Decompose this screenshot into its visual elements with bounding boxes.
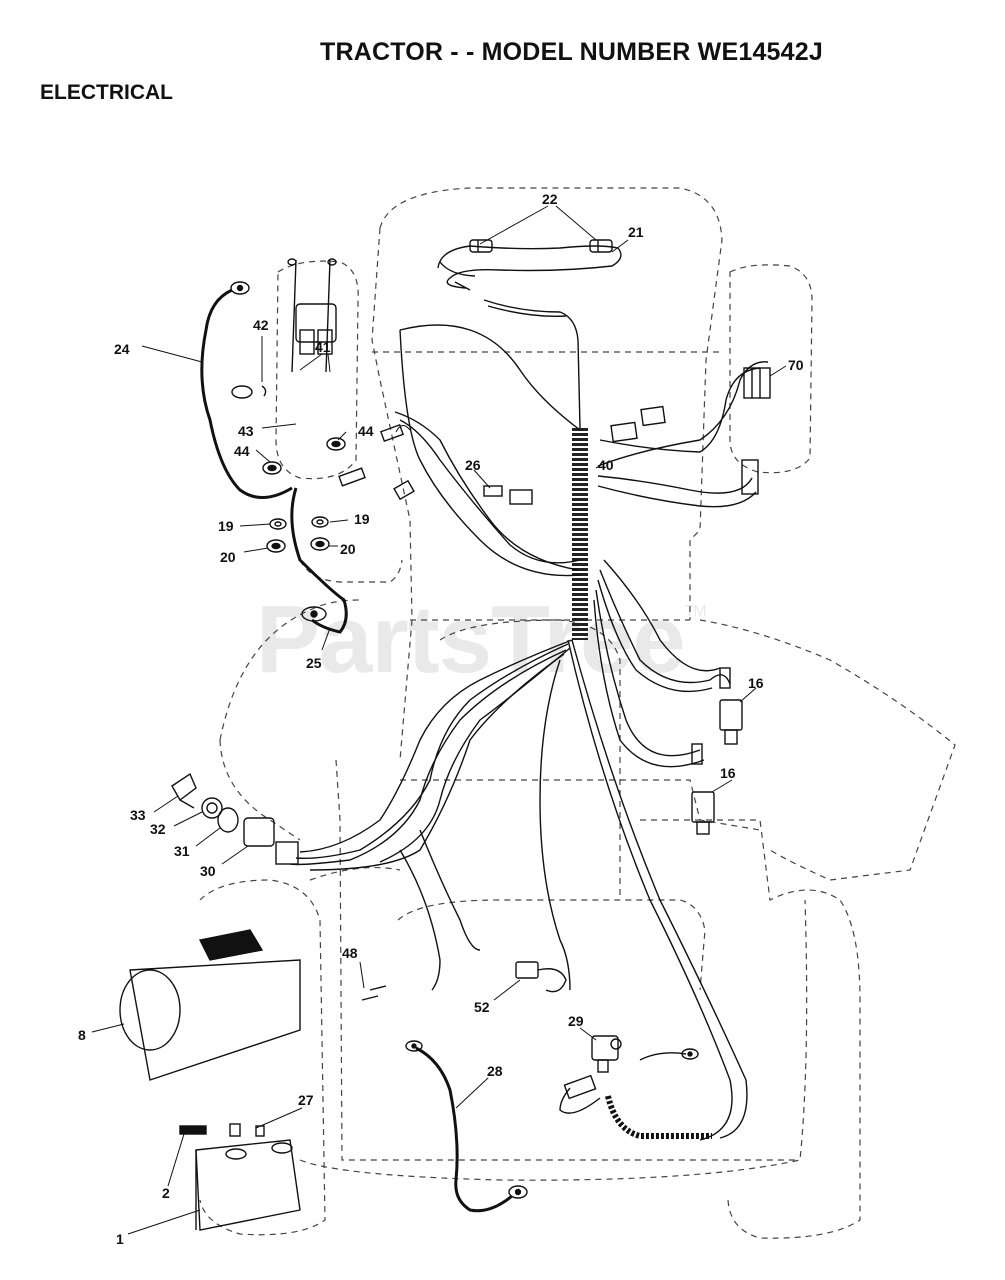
connector-plug-a: [640, 405, 666, 427]
battery-cable-25: [290, 487, 348, 634]
section-title: ELECTRICAL: [40, 81, 173, 104]
headlamp-bulb-left: [469, 239, 493, 253]
rear-body: [299, 899, 808, 1181]
terminal-upper: [719, 667, 731, 689]
connector-hood-b: [393, 479, 415, 501]
ring-terminal-25: [301, 606, 327, 622]
coil-cord: [605, 1095, 712, 1139]
harness-to-hood: [483, 299, 581, 429]
switch-16-upper: [719, 699, 743, 745]
starter-solenoid: [287, 258, 337, 373]
callout-24: 24: [114, 341, 130, 357]
seat-switch-52: [515, 961, 567, 993]
frame-center: [335, 759, 800, 1161]
connector-hood-a: [379, 423, 405, 443]
callout-16-upper: 16: [748, 675, 764, 691]
ignition-bezel-31: [217, 807, 239, 833]
page-title: TRACTOR - - MODEL NUMBER WE14542J: [320, 38, 823, 66]
callout-30: 30: [200, 863, 216, 879]
terminal-lower: [691, 743, 703, 765]
ground-cable-28: [415, 1046, 513, 1213]
callout-2: 2: [162, 1185, 170, 1201]
callout-40: 40: [598, 457, 614, 473]
dash-panel: [299, 559, 403, 583]
callout-19-right: 19: [354, 511, 370, 527]
callout-16-lower: 16: [720, 765, 736, 781]
callout-25: 25: [306, 655, 322, 671]
callout-48: 48: [342, 945, 358, 961]
ring-terminal-28b: [508, 1185, 528, 1199]
ring-terminal-24: [230, 281, 250, 295]
washer-19-left: [269, 518, 287, 530]
connector-70: [743, 367, 771, 399]
callout-31: 31: [174, 843, 190, 859]
callout-42: 42: [253, 317, 269, 333]
nut-20-right: [310, 537, 330, 551]
callout-20-right: 20: [340, 541, 356, 557]
connector-48: [361, 985, 387, 1001]
bolt-2: [179, 1125, 207, 1135]
callout-26: 26: [465, 457, 481, 473]
hood-outline: [379, 187, 723, 620]
right-rear-fender: [640, 819, 861, 1239]
callout-44-right: 44: [358, 423, 374, 439]
callout-41: 41: [315, 339, 331, 355]
fuse-holder-26: [483, 485, 533, 505]
callout-1: 1: [116, 1231, 124, 1247]
left-rear-wheel: [199, 879, 326, 1236]
ignition-nut-32: [201, 797, 223, 819]
callout-29: 29: [568, 1013, 584, 1029]
wiring-harness: [200, 245, 769, 1213]
nut-44-right: [326, 437, 346, 451]
battery-cable-24: [200, 288, 293, 499]
mower-deck: [219, 599, 956, 881]
steering-area: [439, 619, 621, 900]
seat-outline: [397, 899, 706, 991]
nut-27: [229, 1123, 265, 1137]
ring-terminal-coil: [681, 1048, 699, 1060]
callout-8: 8: [78, 1027, 86, 1043]
frame-mid: [400, 779, 761, 831]
nut-20-left: [266, 539, 286, 553]
callout-27: 27: [298, 1092, 314, 1108]
connector-right-side: [741, 459, 759, 495]
callout-52: 52: [474, 999, 490, 1015]
callout-70: 70: [788, 357, 804, 373]
connector-plug-b: [610, 421, 638, 443]
callout-28: 28: [487, 1063, 503, 1079]
hood-left-edge: [371, 227, 413, 761]
connector-hood-c: [338, 467, 366, 487]
tractor-outline: [199, 187, 956, 1239]
starter-motor-8: [119, 929, 301, 1081]
headlamp-bulb-right: [589, 239, 613, 253]
ignition-switch-30: [243, 817, 299, 865]
switch-16-lower: [691, 791, 715, 835]
callout-19-left: 19: [218, 518, 234, 534]
callout-32: 32: [150, 821, 166, 837]
solenoid-cap-42: [231, 385, 267, 399]
connector-coil: [563, 1074, 597, 1100]
callout-labels: 22 21 24 42 41 70 43 44 44 26 40 19 19 2…: [78, 191, 804, 1247]
components: [119, 239, 771, 1231]
battery-1: [195, 1139, 301, 1231]
callout-20-left: 20: [220, 549, 236, 565]
ring-terminal-28a: [405, 1040, 423, 1052]
callout-21: 21: [628, 224, 644, 240]
callout-33: 33: [130, 807, 146, 823]
left-front-wheel: [275, 260, 359, 480]
headlight-wire: [437, 245, 622, 289]
callout-44-left: 44: [234, 443, 250, 459]
washer-19-right: [311, 516, 329, 528]
deck-left-side: [219, 739, 301, 841]
callout-43: 43: [238, 423, 254, 439]
leader-lines: [91, 205, 787, 1235]
nut-44-left: [262, 461, 282, 475]
ignition-key-33: [171, 772, 197, 809]
callout-22: 22: [542, 191, 558, 207]
fuel-solenoid-29: [591, 1035, 622, 1073]
